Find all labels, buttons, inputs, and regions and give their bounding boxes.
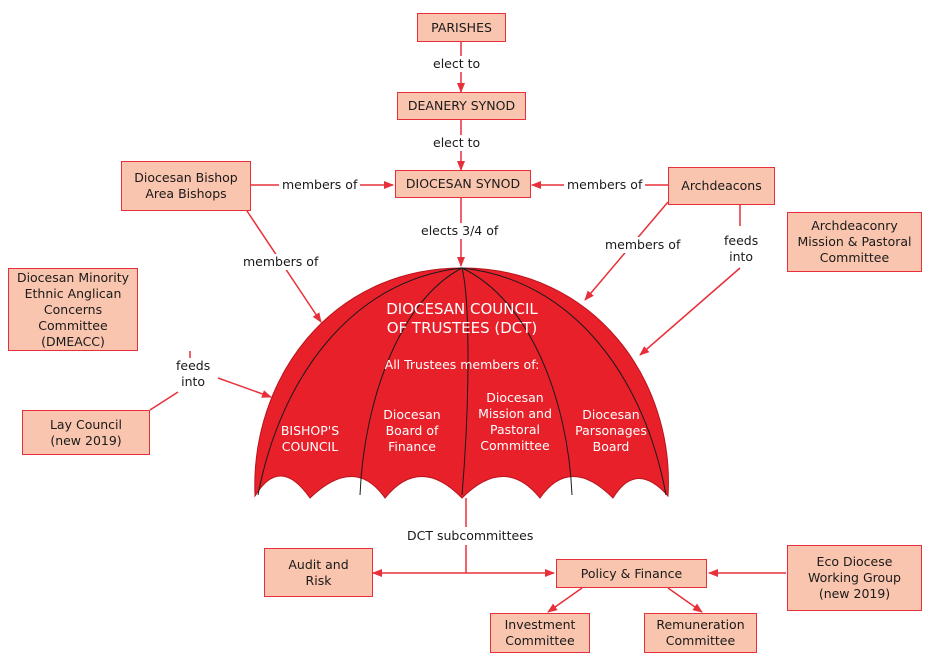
dct-subcommittees-label: DCT subcommittees	[404, 528, 537, 544]
section-parsonages-board-line-3: Board	[592, 439, 630, 454]
section-mission-pastoral-line-4: Committee	[480, 438, 550, 453]
members-of-left-label: members of	[279, 177, 361, 193]
section-mission-pastoral-line-1: Diocesan	[486, 390, 544, 405]
investment-box: Investment Committee	[490, 613, 590, 653]
remuneration-line-2: Committee	[665, 633, 736, 648]
arrow-policy-remuneration	[667, 587, 703, 613]
section-mission-pastoral-line-2: Mission and	[478, 406, 552, 421]
members-of-archdeacons-down-label: members of	[602, 237, 684, 253]
elects-three-quarters-label: elects 3/4 of	[418, 223, 502, 239]
section-board-of-finance-line-2: Board of	[385, 423, 439, 438]
feeds-into-left-line-2: into	[181, 374, 206, 389]
investment-line-2: Committee	[505, 633, 575, 648]
bishops-box: Diocesan Bishop Area Bishops	[121, 161, 251, 211]
feeds-into-right-label: feeds into	[721, 233, 762, 265]
section-board-of-finance: Diocesan Board of Finance	[374, 407, 450, 455]
archdeaconry-line-3: Committee	[819, 250, 890, 265]
dmeacc-line-1: Diocesan Minority	[16, 269, 130, 285]
diocesan-synod-box: DIOCESAN SYNOD	[395, 170, 531, 198]
section-parsonages-board-line-1: Diocesan	[582, 407, 640, 422]
line-laycouncil-feeds	[149, 391, 179, 411]
feeds-into-left-label: feeds into	[173, 358, 214, 390]
eco-diocese-line-2: Working Group	[807, 570, 901, 585]
arrow-policy-investment	[547, 587, 583, 613]
arrow-archdeaconry-dct	[639, 267, 741, 356]
feeds-into-right-line-2: into	[729, 249, 754, 264]
audit-risk-line-2: Risk	[305, 572, 332, 588]
lay-council-box: Lay Council (new 2019)	[22, 410, 150, 455]
dmeacc-line-4: (DMEACC)	[41, 333, 105, 349]
dmeacc-line-3: Concerns Committee	[38, 301, 108, 333]
dct-title-line-2: OF TRUSTEES (DCT)	[386, 319, 538, 337]
feeds-into-left-line-1: feeds	[176, 358, 211, 373]
umbrella-canopy	[254, 267, 669, 499]
archdeaconry-committee-box: Archdeaconry Mission & Pastoral Committe…	[787, 212, 922, 272]
section-bishops-council-line-1: BISHOP'S	[280, 423, 340, 438]
parishes-box: PARISHES	[417, 13, 506, 42]
parishes-label: PARISHES	[431, 19, 492, 35]
arrow-feeds-bishops-council	[217, 377, 272, 398]
remuneration-box: Remuneration Committee	[644, 613, 757, 653]
elect-to-label-1: elect to	[430, 56, 484, 72]
members-of-bishops-down-label: members of	[240, 254, 322, 270]
feeds-into-right-line-1: feeds	[724, 233, 759, 248]
members-of-right-label: members of	[564, 177, 646, 193]
policy-finance-label: Policy & Finance	[580, 565, 683, 581]
section-parsonages-board-line-2: Parsonages	[575, 423, 647, 438]
audit-risk-line-1: Audit and	[288, 556, 349, 572]
lay-council-line-2: (new 2019)	[50, 432, 122, 448]
section-mission-pastoral: Diocesan Mission and Pastoral Committee	[470, 390, 560, 454]
section-board-of-finance-line-3: Finance	[388, 439, 436, 454]
deanery-synod-box: DEANERY SYNOD	[397, 92, 526, 120]
lay-council-line-1: Lay Council	[49, 416, 123, 432]
investment-line-1: Investment	[504, 617, 576, 632]
audit-risk-box: Audit and Risk	[264, 548, 373, 597]
policy-finance-box: Policy & Finance	[556, 559, 707, 588]
section-parsonages-board: Diocesan Parsonages Board	[571, 407, 651, 455]
deanery-synod-label: DEANERY SYNOD	[407, 98, 516, 113]
eco-diocese-box: Eco Diocese Working Group (new 2019)	[787, 545, 922, 611]
eco-diocese-line-3: (new 2019)	[818, 586, 891, 601]
archdeacons-label: Archdeacons	[681, 178, 762, 193]
dct-title: DIOCESAN COUNCIL OF TRUSTEES (DCT)	[372, 300, 552, 338]
archdeacons-box: Archdeacons	[668, 167, 775, 205]
eco-diocese-line-1: Eco Diocese	[816, 554, 893, 569]
bishops-line-2: Area Bishops	[145, 186, 227, 201]
dmeacc-box: Diocesan Minority Ethnic Anglican Concer…	[8, 268, 138, 351]
dmeacc-line-2: Ethnic Anglican	[24, 285, 122, 301]
section-bishops-council: BISHOP'S COUNCIL	[272, 423, 348, 455]
section-bishops-council-line-2: COUNCIL	[281, 439, 339, 454]
dct-title-line-1: DIOCESAN COUNCIL	[386, 300, 538, 318]
section-mission-pastoral-line-3: Pastoral	[490, 422, 540, 437]
archdeaconry-line-1: Archdeaconry	[811, 218, 898, 233]
remuneration-line-1: Remuneration	[656, 617, 745, 632]
archdeaconry-line-2: Mission & Pastoral	[797, 234, 912, 249]
bishops-line-1: Diocesan Bishop	[134, 170, 238, 185]
diocesan-synod-label: DIOCESAN SYNOD	[405, 176, 521, 191]
elect-to-label-2: elect to	[430, 135, 484, 151]
dct-subtitle: All Trustees members of:	[384, 357, 540, 372]
section-board-of-finance-line-1: Diocesan	[383, 407, 441, 422]
